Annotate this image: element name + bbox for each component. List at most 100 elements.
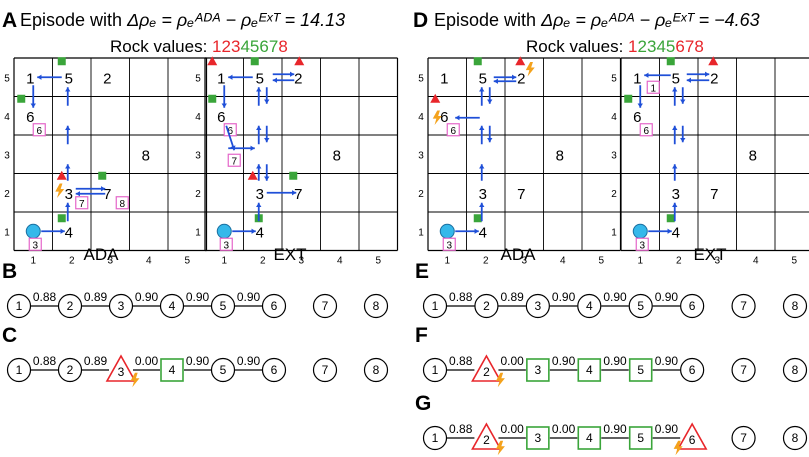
edge-weight: 0.90 — [603, 422, 627, 436]
chain-node-circle — [525, 293, 550, 319]
red-triangle-icon — [708, 56, 719, 66]
lightning-bolt-icon — [495, 440, 505, 456]
panel-a-header: A Episode with Δρₑ = ρₑᴬᴰᴬ − ρₑᴱˣᵀ = 14.… — [2, 9, 345, 56]
rock-number: 7 — [294, 186, 302, 203]
chain-node-label: 4 — [586, 431, 593, 445]
chain-node-label: 1 — [16, 299, 23, 313]
chain-node-circle — [261, 293, 287, 319]
arrow-head — [672, 164, 678, 169]
chain-node-label: 2 — [483, 299, 490, 313]
rock-value-digit: 4 — [240, 37, 249, 56]
rock-number: 8 — [333, 147, 341, 164]
panel-d-title-prefix: Episode with — [434, 10, 541, 30]
y-tick-label: 4 — [418, 112, 424, 123]
agent-circle-icon — [216, 223, 232, 239]
rock-value-digit: 6 — [259, 37, 268, 56]
chain-node-label: 6 — [689, 363, 696, 377]
rock-number: 3 — [65, 186, 73, 203]
chain-node-circle — [731, 425, 756, 451]
step-badge-box — [442, 237, 456, 251]
edge-weight: 0.88 — [449, 422, 473, 436]
chain-node-circle — [210, 357, 236, 383]
chain-node-triangle — [676, 422, 708, 450]
rock-number: 5 — [256, 70, 264, 87]
y-tick-label: 3 — [195, 150, 201, 161]
green-square-icon — [289, 171, 298, 180]
y-tick-label: 2 — [418, 189, 424, 200]
x-tick-label: 1 — [444, 256, 450, 267]
rock-number: 2 — [710, 70, 718, 87]
panel-d-header: D Episode with Δρₑ = ρₑᴬᴰᴬ − ρₑᴱˣᵀ = −4.… — [413, 9, 760, 56]
arrow-head — [455, 115, 460, 121]
green-square-icon — [666, 214, 675, 223]
chain-node-label: 3 — [118, 365, 125, 379]
chain-node-circle — [422, 293, 448, 319]
chain-node-label: 8 — [792, 431, 799, 445]
rock-number: 6 — [440, 109, 448, 126]
edge-weight: 0.88 — [33, 354, 57, 368]
chain-node-circle — [680, 357, 705, 383]
rock-value-digit: 5 — [250, 37, 259, 56]
chain-node-label: 1 — [16, 363, 23, 377]
edge-weight: 0.90 — [552, 354, 576, 368]
chain-letter: E — [415, 260, 429, 283]
panel-d-title: Episode with Δρₑ = ρₑᴬᴰᴬ − ρₑᴱˣᵀ = −4.63 — [434, 10, 760, 30]
panel-a-rock-values: Rock values: 12345678 — [110, 37, 288, 56]
chain-node-square — [526, 426, 550, 450]
rock-number: 7 — [103, 186, 111, 203]
grid-label-d-ext: EXT — [693, 245, 726, 264]
step-badge-label: 6 — [36, 126, 42, 137]
green-square-icon — [250, 57, 259, 66]
edge-weight: 0.00 — [552, 422, 576, 436]
x-tick-label: 2 — [676, 256, 682, 267]
edge-weight: 0.90 — [237, 290, 261, 304]
lightning-bolt-icon — [495, 372, 505, 388]
chain-node-label: 3 — [535, 431, 542, 445]
chain-node-label: 5 — [220, 299, 227, 313]
rock-number: 3 — [479, 186, 487, 203]
chain-node-label: 2 — [67, 299, 74, 313]
rock-number: 6 — [26, 109, 34, 126]
lightning-bolt-icon — [55, 183, 65, 198]
x-tick-label: 4 — [560, 256, 566, 267]
arrow-head — [667, 228, 672, 234]
x-tick-label: 2 — [69, 256, 75, 267]
step-badge-box — [219, 237, 233, 251]
chain-node-circle — [261, 357, 287, 383]
chain-node-circle — [474, 293, 499, 319]
arrow-head — [65, 202, 71, 207]
step-badge-label: 3 — [446, 240, 452, 251]
arrow-head — [479, 125, 485, 130]
y-tick-label: 4 — [195, 112, 201, 123]
arrow-head — [256, 87, 262, 92]
y-tick-label: 3 — [611, 150, 617, 161]
rock-number: 8 — [142, 147, 150, 164]
x-tick-label: 1 — [637, 256, 643, 267]
green-square-icon — [98, 171, 107, 180]
arrow-head — [290, 71, 295, 77]
arrow-head — [512, 74, 517, 80]
arrow-head — [479, 164, 485, 169]
panel-a-rock-label: Rock values: — [110, 37, 212, 56]
y-tick-label: 1 — [4, 227, 10, 238]
rock-number: 2 — [294, 70, 302, 87]
rock-value-digit: 3 — [231, 37, 240, 56]
chain-node-circle — [628, 293, 653, 319]
rock-number: 8 — [556, 147, 564, 164]
chain-node-circle — [577, 293, 602, 319]
arrow-head — [686, 77, 691, 83]
arrow-head — [680, 99, 686, 104]
x-tick-label: 4 — [337, 256, 343, 267]
rock-value-digit: 2 — [638, 37, 647, 56]
edge-weight: 0.90 — [603, 290, 627, 304]
edge-weight: 0.90 — [237, 354, 261, 368]
rock-value-digit: 6 — [675, 37, 684, 56]
rock-number: 4 — [65, 224, 73, 241]
rock-number: 6 — [217, 109, 225, 126]
grid-label-a-ext: EXT — [273, 245, 306, 264]
step-badge-box — [446, 123, 460, 137]
x-tick-label: 3 — [107, 256, 113, 267]
edge-weight: 0.89 — [500, 290, 524, 304]
